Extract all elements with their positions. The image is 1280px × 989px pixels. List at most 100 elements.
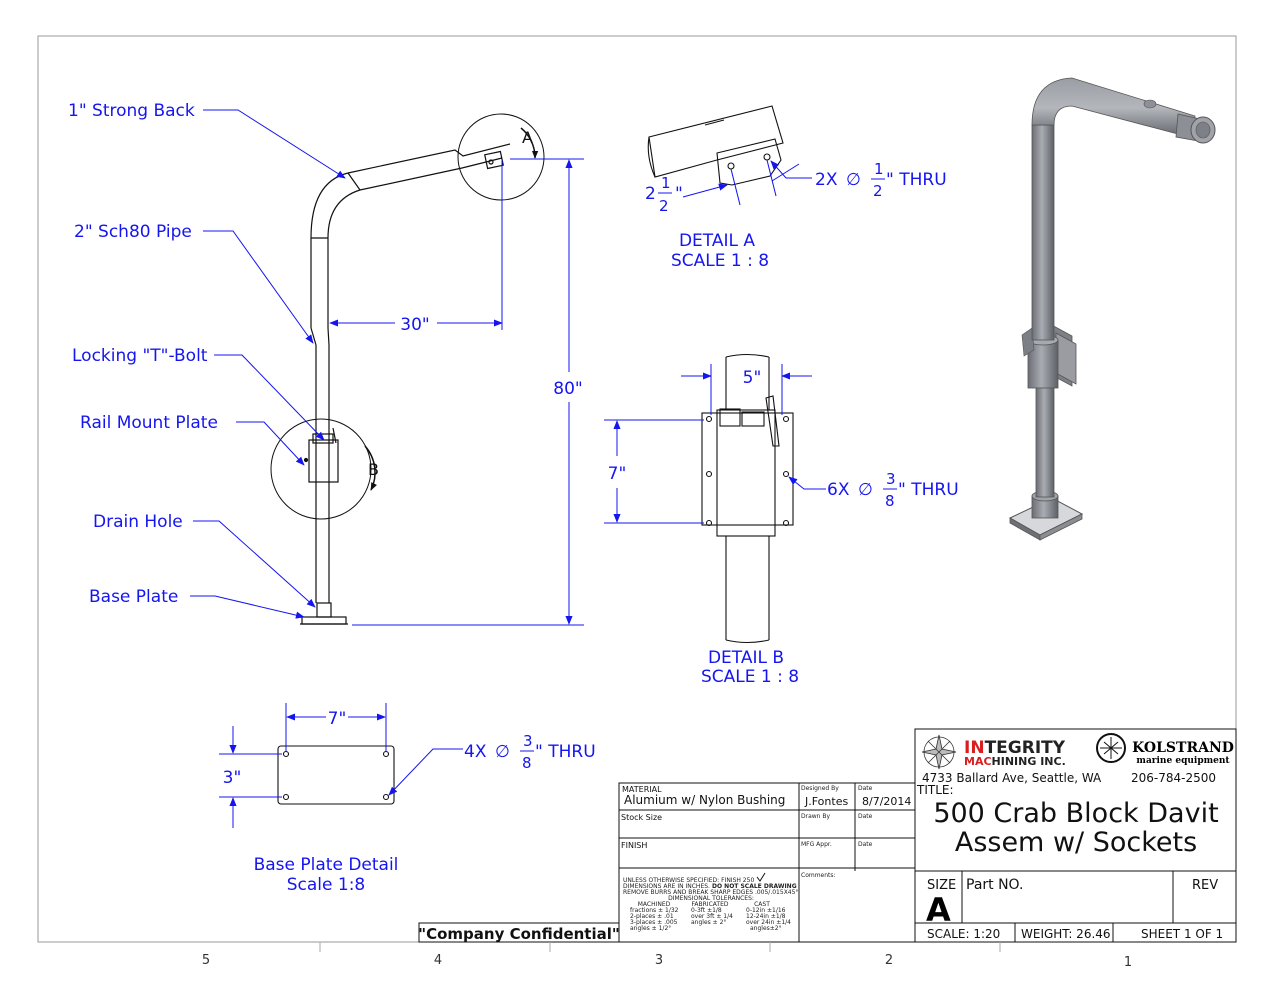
label-strong-back: 1" Strong Back <box>68 101 195 121</box>
base-holes-prefix: 4X <box>464 742 487 762</box>
base-holes-num: 3 <box>523 732 533 750</box>
date-label-2: Date <box>858 813 873 820</box>
dim-reach: 30" <box>400 315 429 335</box>
date-label: Date <box>858 785 873 792</box>
detail-a-drawing <box>647 105 784 186</box>
isometric-render <box>1008 77 1216 541</box>
drawing-title-line2: Assem w/ Sockets <box>955 827 1197 858</box>
tol-line4: DIMENSIONAL TOLERANCES: <box>668 895 754 902</box>
sheet-value: SHEET 1 OF 1 <box>1141 927 1223 941</box>
dim-mount-height: 7" <box>608 464 627 484</box>
detail-markers: A B <box>364 127 539 491</box>
base-diameter: ∅ <box>495 742 510 762</box>
detail-a-dimensions <box>682 159 812 206</box>
tol-fabricated: FABRICATED 0-3ft ±1/8 over 3ft ± 1/4 ang… <box>691 901 733 926</box>
svg-text:over 24in ±1/4: over 24in ±1/4 <box>746 919 791 926</box>
date-label-3: Date <box>858 841 873 848</box>
base-holes-den: 8 <box>522 754 532 772</box>
company-name-2: MACHINING INC. <box>964 755 1066 768</box>
tol-line2a: DIMENSIONS ARE IN INCHES. <box>623 883 710 890</box>
svg-text:0-3ft ±1/8: 0-3ft ±1/8 <box>691 907 722 914</box>
base-plate-drawing <box>277 745 395 805</box>
label-rail-plate: Rail Mount Plate <box>80 413 218 433</box>
base-detail-title: Base Plate Detail <box>254 855 399 875</box>
detail-a-offset-den: 2 <box>659 197 669 215</box>
size-value: A <box>926 891 951 929</box>
confidential-label: "Company Confidential" <box>418 925 619 943</box>
zone-ticks <box>319 942 1001 952</box>
svg-text:MACHINED: MACHINED <box>638 901 671 908</box>
zone-3: 3 <box>655 953 663 968</box>
detail-b-marker: B <box>368 460 379 479</box>
detail-a-offset-unit: " <box>675 184 683 204</box>
reach-dimension <box>329 160 503 330</box>
detail-a-scale: SCALE 1 : 8 <box>671 251 769 271</box>
kolstrand-name: KOLSTRAND <box>1132 740 1234 756</box>
comments-label: Comments: <box>801 872 836 879</box>
title-label: TITLE: <box>916 783 954 797</box>
company-name: INTEGRITY <box>964 738 1066 758</box>
detail-b-holes-suffix: " THRU <box>898 480 959 500</box>
detail-b-scale: SCALE 1 : 8 <box>701 667 799 687</box>
detail-b-title: DETAIL B <box>708 648 784 668</box>
finish-label: FINISH <box>621 841 647 850</box>
svg-text:over 3ft ± 1/4: over 3ft ± 1/4 <box>691 913 733 920</box>
svg-text:fractions ± 1/32: fractions ± 1/32 <box>630 907 679 914</box>
base-detail-scale: Scale 1:8 <box>287 875 366 895</box>
detail-a-holes-den: 2 <box>873 182 883 200</box>
zone-1: 1 <box>1124 955 1132 970</box>
tol-line2b: DO NOT SCALE DRAWING <box>712 883 797 890</box>
drawing-title-line1: 500 Crab Block Davit <box>933 798 1218 829</box>
size-label: SIZE <box>927 878 956 893</box>
scale-value: SCALE: 1:20 <box>927 927 1000 941</box>
detail-a-holes-suffix: " THRU <box>886 170 947 190</box>
detail-b-holes-num: 3 <box>886 470 896 488</box>
dim-base-height: 3" <box>223 768 242 788</box>
tol-cast: CAST 0-12in ±1/16 12-24in ±1/8 over 24in… <box>746 901 791 932</box>
zone-5: 5 <box>202 953 210 968</box>
material-value: Alumium w/ Nylon Bushing <box>624 793 785 807</box>
main-view-callouts <box>190 109 346 619</box>
phone: 206-784-2500 <box>1131 771 1216 785</box>
dim-base-width: 7" <box>328 709 347 729</box>
tol-line3: REMOVE BURRS AND BREAK SHARP EDGES .005/… <box>623 889 798 896</box>
detail-a-holes-prefix: 2X <box>815 170 838 190</box>
svg-text:3-places ± .005: 3-places ± .005 <box>630 919 678 926</box>
height-dimension <box>352 158 584 626</box>
svg-text:angles ± 1/2°: angles ± 1/2° <box>630 925 671 932</box>
drawn-by-label: Drawn By <box>801 813 830 820</box>
title-block-lines <box>418 728 1237 943</box>
detail-b-drawing <box>701 353 794 644</box>
kolstrand-sub: marine equipment <box>1136 756 1230 766</box>
detail-b-holes-den: 8 <box>885 492 895 510</box>
detail-b-holes-prefix: 6X <box>827 480 850 500</box>
detail-a-offset-whole: 2 <box>645 184 656 204</box>
stock-label: Stock Size <box>621 813 662 822</box>
weight-value: WEIGHT: 26.46 <box>1021 927 1111 941</box>
designed-by-value: J.Fontes <box>804 795 848 808</box>
label-base-plate: Base Plate <box>89 587 178 607</box>
svg-text:angles±2°: angles±2° <box>750 925 782 932</box>
label-t-bolt: Locking "T"-Bolt <box>72 346 208 366</box>
svg-text:0-12in ±1/16: 0-12in ±1/16 <box>746 907 786 914</box>
label-pipe: 2" Sch80 Pipe <box>74 222 192 242</box>
dim-mount-width: 5" <box>743 368 762 388</box>
address: 4733 Ballard Ave, Seattle, WA <box>922 771 1102 785</box>
detail-a-marker: A <box>522 128 533 147</box>
svg-text:CAST: CAST <box>754 901 770 908</box>
zone-2: 2 <box>885 953 893 968</box>
zone-4: 4 <box>434 953 442 968</box>
finish-check-icon <box>756 872 766 882</box>
detail-a-offset-num: 1 <box>661 174 671 192</box>
kolstrand-logo-icon <box>1096 733 1126 763</box>
svg-text:12-24in ±1/8: 12-24in ±1/8 <box>746 913 786 920</box>
label-drain-hole: Drain Hole <box>93 512 183 532</box>
material-label: MATERIAL <box>622 785 662 794</box>
tol-line1: UNLESS OTHERWISE SPECIFIED: FINISH 250 <box>623 877 754 884</box>
detail-b-diameter: ∅ <box>858 480 873 500</box>
compass-logo-icon <box>921 734 957 770</box>
date-value: 8/7/2014 <box>862 795 911 808</box>
part-label: Part NO. <box>966 877 1023 893</box>
mfg-label: MFG Appr. <box>801 841 832 848</box>
